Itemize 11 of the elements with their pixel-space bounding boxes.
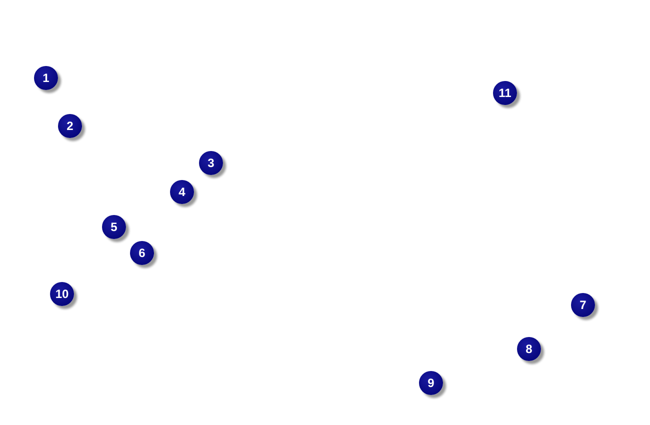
callout-number: 9 [419,371,443,395]
callout-number: 1 [34,66,58,90]
callout-number: 6 [130,241,154,265]
callout-number: 2 [58,114,82,138]
callout-number: 4 [170,180,194,204]
callout-number: 7 [571,293,595,317]
callout-number: 8 [517,337,541,361]
callout-number: 3 [199,151,223,175]
callout-number: 10 [50,282,74,306]
callout-number: 5 [102,215,126,239]
callout-number: 11 [493,81,517,105]
